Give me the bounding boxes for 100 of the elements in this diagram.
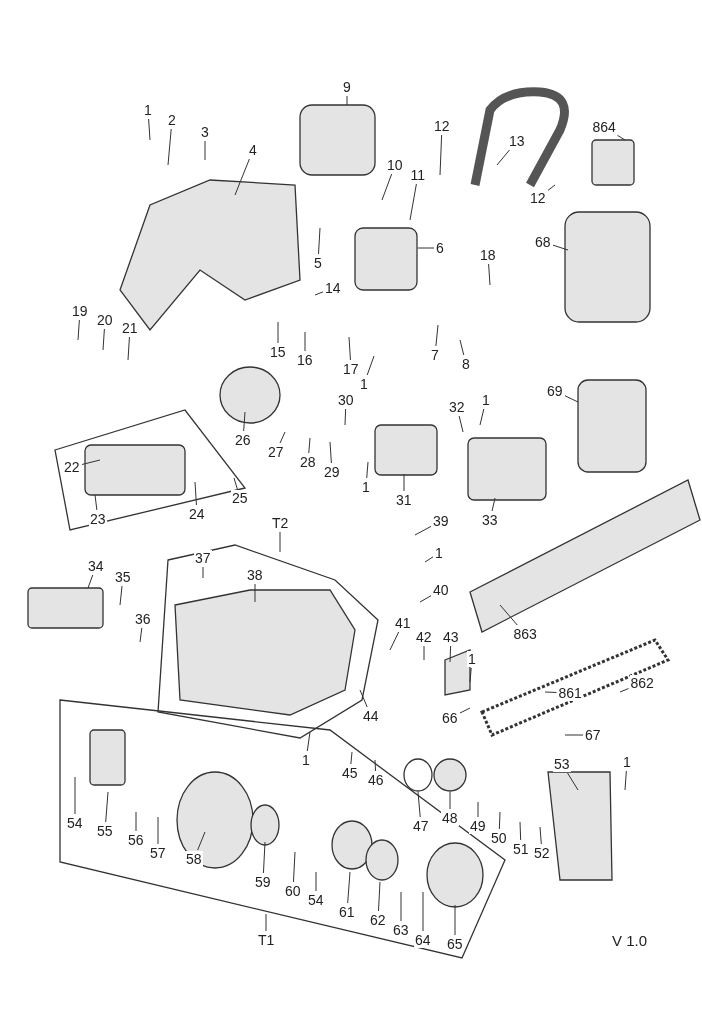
leader-line bbox=[477, 801, 479, 818]
leader-line bbox=[279, 431, 286, 444]
callout-number: 49 bbox=[469, 818, 487, 834]
leader-line bbox=[459, 339, 465, 356]
callout-number: 861 bbox=[557, 685, 583, 701]
callout-number: 6 bbox=[435, 240, 445, 256]
callout-number: 53 bbox=[553, 756, 571, 772]
leader-line bbox=[414, 525, 432, 536]
leader-line bbox=[279, 531, 281, 553]
leader-line bbox=[308, 437, 311, 454]
leader-line bbox=[564, 395, 579, 403]
leader-line bbox=[204, 140, 206, 161]
leader-line bbox=[424, 556, 434, 563]
leader-line bbox=[94, 494, 98, 511]
leader-line bbox=[329, 441, 332, 464]
callout-number: 25 bbox=[231, 490, 249, 506]
version-label: V 1.0 bbox=[612, 932, 648, 949]
leader-line bbox=[377, 881, 381, 912]
callout-number: 23 bbox=[89, 511, 107, 527]
callout-number: 66 bbox=[441, 710, 459, 726]
callout-number: 24 bbox=[188, 506, 206, 522]
callout-number: 34 bbox=[87, 558, 105, 574]
leader-line bbox=[77, 319, 80, 341]
callout-number: 864 bbox=[591, 119, 617, 135]
leader-line bbox=[346, 95, 348, 106]
leader-line bbox=[139, 627, 143, 643]
leader-line bbox=[544, 691, 557, 693]
leader-line bbox=[265, 913, 267, 932]
callout-number: 1 bbox=[481, 392, 491, 408]
callout-number: 1 bbox=[143, 102, 153, 118]
callout-number: 16 bbox=[296, 352, 314, 368]
leader-line bbox=[315, 871, 317, 892]
leader-line bbox=[619, 688, 629, 693]
leader-line bbox=[419, 595, 432, 603]
callout-number: 36 bbox=[134, 611, 152, 627]
callout-number: 15 bbox=[269, 344, 287, 360]
callout-number: 51 bbox=[512, 841, 530, 857]
leader-line bbox=[449, 645, 452, 663]
leader-line bbox=[102, 328, 105, 351]
callout-number: 33 bbox=[481, 512, 499, 528]
callout-number: 19 bbox=[71, 303, 89, 319]
callout-number: 37 bbox=[194, 550, 212, 566]
callout-number: 54 bbox=[307, 892, 325, 908]
leader-line bbox=[389, 631, 400, 651]
callout-number: 17 bbox=[342, 361, 360, 377]
leader-line bbox=[496, 149, 510, 166]
leader-line bbox=[374, 759, 377, 772]
leader-line bbox=[233, 477, 238, 490]
leader-line bbox=[624, 770, 627, 791]
leader-line bbox=[449, 791, 451, 810]
callout-number: 5 bbox=[313, 255, 323, 271]
leader-line bbox=[194, 481, 197, 506]
callout-number: 21 bbox=[121, 320, 139, 336]
leader-line bbox=[519, 821, 522, 841]
callout-number: 50 bbox=[490, 830, 508, 846]
callout-number: 12 bbox=[433, 118, 451, 134]
callout-number: 69 bbox=[546, 383, 564, 399]
callout-number: 20 bbox=[96, 312, 114, 328]
leader-line bbox=[403, 473, 405, 492]
callout-number: 9 bbox=[342, 79, 352, 95]
leader-line bbox=[254, 583, 256, 603]
callout-number: 45 bbox=[341, 765, 359, 781]
callout-number: 1 bbox=[361, 479, 371, 495]
leader-line bbox=[127, 336, 130, 361]
callout-number: 4 bbox=[248, 142, 258, 158]
leader-line bbox=[458, 415, 464, 433]
callout-number: T1 bbox=[257, 932, 276, 948]
callout-number: 35 bbox=[114, 569, 132, 585]
callout-number: 55 bbox=[96, 823, 114, 839]
leader-line bbox=[135, 811, 137, 832]
leader-line bbox=[74, 776, 76, 815]
callout-number: 1 bbox=[467, 651, 477, 667]
leader-line bbox=[277, 321, 279, 344]
callout-number: 52 bbox=[533, 845, 551, 861]
leader-line bbox=[292, 851, 296, 883]
leader-line bbox=[617, 134, 626, 141]
callout-number: 13 bbox=[508, 133, 526, 149]
leader-line bbox=[167, 128, 172, 166]
callout-number: 58 bbox=[185, 851, 203, 867]
callout-number: 62 bbox=[369, 912, 387, 928]
callout-number: 41 bbox=[394, 615, 412, 631]
callout-number: 44 bbox=[362, 708, 380, 724]
leader-line bbox=[148, 118, 151, 141]
leader-line bbox=[304, 331, 306, 352]
leader-line bbox=[499, 604, 518, 626]
callout-number: 18 bbox=[479, 247, 497, 263]
callout-number: 1 bbox=[622, 754, 632, 770]
callout-number: 61 bbox=[338, 904, 356, 920]
leader-line bbox=[459, 707, 471, 714]
callout-number: 29 bbox=[323, 464, 341, 480]
callout-number: 56 bbox=[127, 832, 145, 848]
callout-number: 11 bbox=[409, 167, 427, 183]
leader-line bbox=[454, 904, 456, 936]
callout-number: 14 bbox=[324, 280, 342, 296]
callout-number: 12 bbox=[529, 190, 547, 206]
callout-number: 2 bbox=[167, 112, 177, 128]
leader-line bbox=[439, 134, 443, 176]
callout-number: 30 bbox=[337, 392, 355, 408]
callout-number: 64 bbox=[414, 932, 432, 948]
callout-number: 31 bbox=[395, 492, 413, 508]
